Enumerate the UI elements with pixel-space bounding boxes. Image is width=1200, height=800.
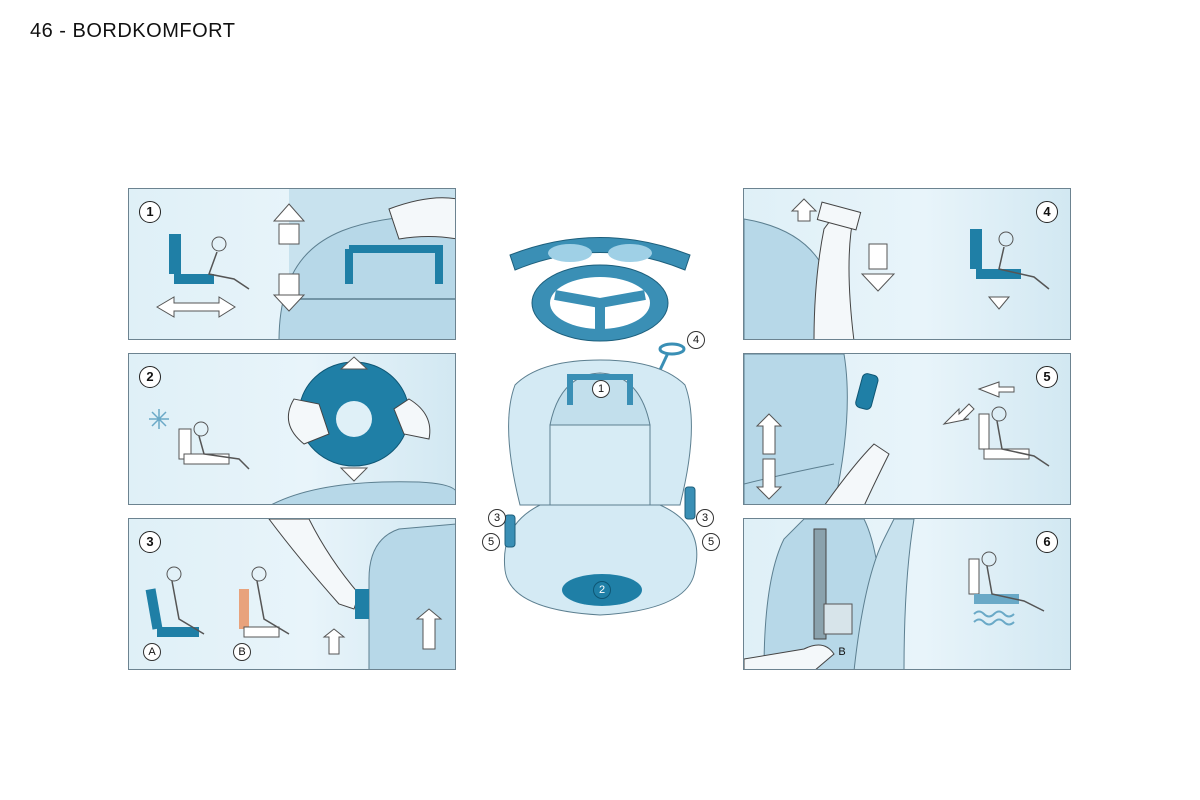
panel-5-lumbar: 5: [743, 353, 1071, 505]
callout-1-backrest: 1: [592, 380, 610, 398]
panel-5-illustration: [744, 354, 1050, 504]
seat-overview-illustration: 4 1 2 3 5 3 5: [480, 225, 730, 625]
panel-1-illustration: [156, 189, 455, 339]
panel-3-illustration: [145, 519, 455, 669]
callout-3-left: 3: [488, 509, 506, 527]
seat-overview-svg: [503, 237, 698, 616]
callout-2-cushion: 2: [593, 581, 611, 599]
label-a: A: [143, 643, 161, 661]
callout-5-right: 5: [702, 533, 720, 551]
panel-1-seat-slide: 1: [128, 188, 456, 340]
label-b: B: [838, 646, 846, 658]
panel-number: 6: [1036, 531, 1058, 553]
panel-number: 2: [139, 366, 161, 388]
panel-6-seat-heating: 6 B: [743, 518, 1071, 670]
panel-4-height-adjust: 4: [743, 188, 1071, 340]
page-title: 46 - BORDKOMFORT: [30, 20, 236, 42]
panel-number: 1: [139, 201, 161, 223]
panel-number: 3: [139, 531, 161, 553]
panel-4-illustration: [744, 198, 1050, 339]
panel-number: 4: [1036, 201, 1058, 223]
panel-3-backrest-recline: 3 A B: [128, 518, 456, 670]
panel-2-illustration: [149, 356, 455, 504]
panel-number: 5: [1036, 366, 1058, 388]
panel-2-headrest: 2: [128, 353, 456, 505]
callout-4-headrest: 4: [687, 331, 705, 349]
callout-3-right: 3: [696, 509, 714, 527]
callout-5-left: 5: [482, 533, 500, 551]
label-b: B: [233, 643, 251, 661]
panel-6-illustration: [744, 519, 1045, 669]
